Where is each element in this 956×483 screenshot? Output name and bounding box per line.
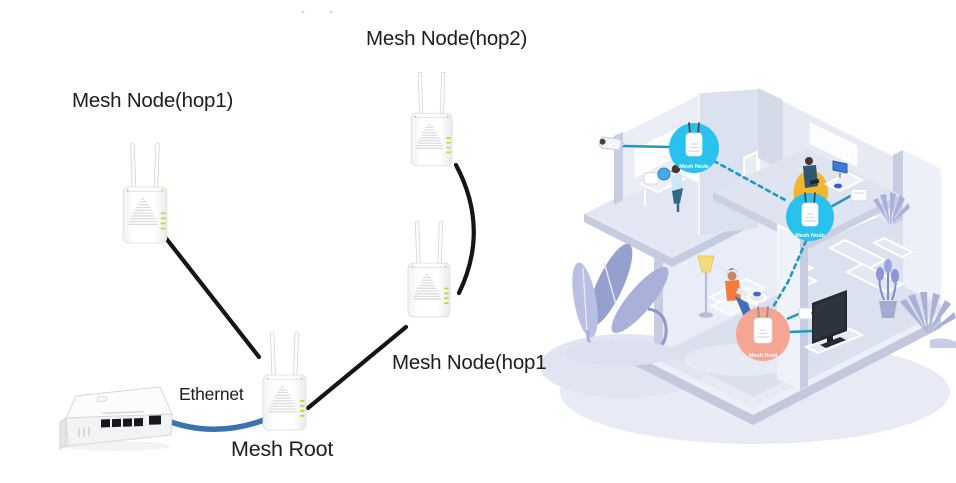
badge-mesh-node-1: Mesh Node	[669, 122, 719, 173]
link-hop1-to-root	[162, 234, 262, 360]
badge-mesh-node-2: Mesh Node	[786, 192, 834, 241]
label-ethernet: Ethernet	[179, 384, 244, 404]
tv-scene	[786, 290, 865, 355]
ethernet-cable	[165, 417, 267, 432]
page-artifact-dots	[301, 10, 333, 14]
man-figure	[725, 268, 754, 320]
topology-diagram	[59, 10, 476, 451]
window	[809, 121, 858, 168]
dashed-link-node1-node2	[712, 159, 789, 203]
access-point-hop1-icon	[122, 142, 168, 244]
person-beanbag	[803, 157, 820, 188]
label-mesh-root: Mesh Root	[231, 437, 334, 461]
access-point-hop2-icon	[410, 71, 453, 167]
printer-icon	[643, 172, 659, 185]
tulip-plant-icon	[876, 259, 899, 318]
side-table	[747, 291, 767, 311]
badge-label: Mesh Node	[679, 164, 709, 170]
plants-left	[565, 243, 675, 366]
security-camera-icon	[599, 136, 671, 151]
mesh-dashed-links	[712, 159, 808, 309]
laptop-icon	[809, 178, 820, 185]
plants-right	[876, 259, 956, 348]
label-mesh-node-hop1-right: Mesh Node(hop1	[392, 351, 547, 374]
wireless-links	[162, 162, 476, 411]
link-hop2-to-hop1r	[453, 162, 476, 296]
router-vents	[78, 427, 90, 437]
camera-link	[621, 144, 671, 149]
mini-ap-antennas	[804, 192, 816, 205]
access-point-hop1-right-icon	[407, 220, 451, 318]
monitor-icon	[657, 167, 671, 181]
laptop-icon	[736, 288, 748, 297]
printer-icon	[850, 188, 868, 202]
router-ports	[101, 415, 161, 428]
floor-lamp-icon	[697, 255, 715, 318]
access-point-root-icon	[262, 331, 307, 431]
tv-icon	[812, 290, 847, 348]
badge-label: Mesh Node	[795, 233, 825, 239]
mini-ap-antennas	[757, 306, 769, 320]
label-mesh-node-hop2: Mesh Node(hop2)	[366, 27, 528, 50]
fan-palm-icon	[900, 292, 956, 334]
desk-scene-upper-left	[638, 164, 687, 212]
router-pad-icon	[753, 291, 761, 297]
tv-link	[788, 329, 814, 334]
link-root-to-hop1r	[305, 324, 409, 411]
router-modem-icon	[59, 386, 173, 451]
mini-ap-antennas	[688, 122, 700, 135]
couch-scene	[697, 255, 769, 320]
base-slab	[614, 312, 941, 425]
badge-label: Mesh Root	[749, 353, 778, 359]
dashed-link-node2-root	[771, 239, 808, 309]
badge-mesh-root: Mesh Root	[736, 306, 790, 361]
house-illustration: Mesh Node Mesh Node Mesh Root	[540, 86, 956, 444]
fan-plant-icon	[873, 192, 910, 225]
monitor-icon	[832, 160, 848, 174]
label-mesh-node-hop1-left: Mesh Node(hop1)	[72, 89, 234, 112]
router-pad-icon	[834, 183, 842, 189]
